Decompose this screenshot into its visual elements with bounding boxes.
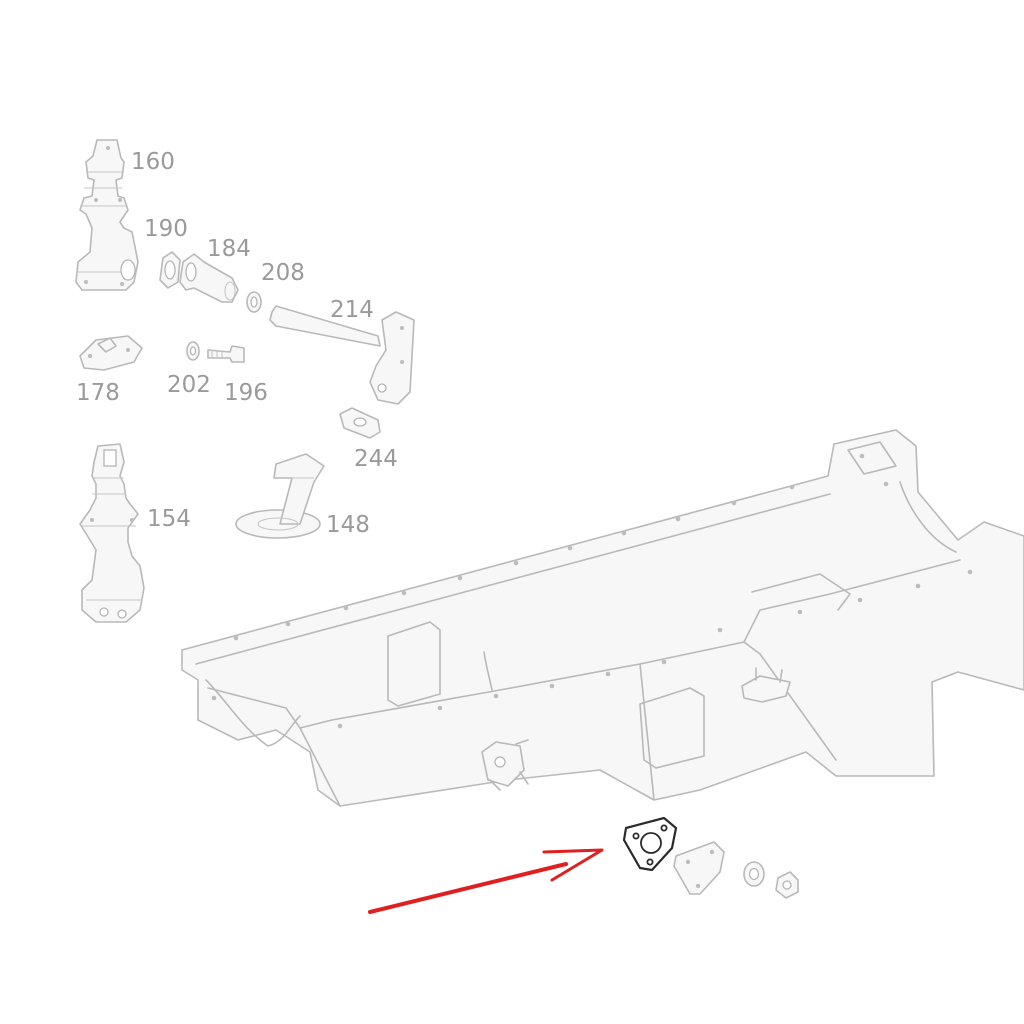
- part-208-ring: [246, 291, 262, 313]
- part-190-gasket: [159, 251, 181, 289]
- part-214-shaft-bracket: [269, 305, 415, 405]
- part-nut: [775, 871, 799, 899]
- part-202-washer: [186, 341, 200, 361]
- callout-178: 178: [76, 380, 120, 406]
- part-178-plate: [79, 335, 143, 371]
- callout-184: 184: [207, 236, 251, 262]
- part-196-bolt: [207, 345, 245, 363]
- part-244-gasket: [339, 407, 381, 439]
- part-184-pipe: [179, 253, 239, 303]
- callout-190: 190: [144, 216, 188, 242]
- callout-196: 196: [224, 380, 268, 406]
- pointer-arrow: [368, 848, 604, 914]
- highlighted-triangular-gasket: [622, 816, 678, 872]
- part-washer: [743, 861, 765, 887]
- callout-244: 244: [354, 446, 398, 472]
- flange-bolt-holes: [211, 453, 973, 729]
- part-160-oil-pump: [75, 139, 139, 291]
- part-cover-plate: [673, 841, 725, 895]
- part-148-strainer: [235, 453, 325, 539]
- oil-pan: [181, 429, 1024, 807]
- callout-202: 202: [167, 372, 211, 398]
- callout-208: 208: [261, 260, 305, 286]
- callout-214: 214: [330, 297, 374, 323]
- callout-154: 154: [147, 506, 191, 532]
- callout-148: 148: [326, 512, 370, 538]
- callout-160: 160: [131, 149, 175, 175]
- part-154-oil-pump: [79, 443, 145, 623]
